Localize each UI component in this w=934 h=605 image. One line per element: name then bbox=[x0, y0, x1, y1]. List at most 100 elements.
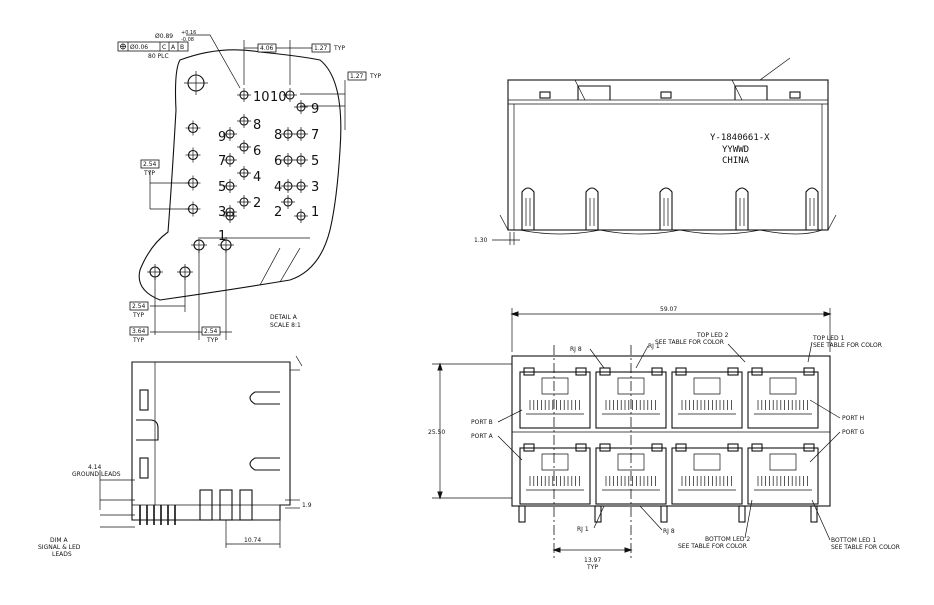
bottom-led1-label: BOTTOM LED 1 bbox=[831, 537, 876, 544]
mount-hole bbox=[184, 71, 208, 95]
leads-label: LEADS bbox=[52, 551, 72, 558]
front-leg bbox=[585, 187, 599, 230]
led-window bbox=[751, 367, 763, 376]
rj1-top-label: RJ 1 bbox=[648, 343, 660, 350]
pin-label: 3 bbox=[218, 205, 226, 220]
pin-hole bbox=[237, 140, 251, 154]
port-g-label: PORT G bbox=[842, 429, 865, 436]
dim-2-54-left: 2.54 bbox=[143, 161, 157, 168]
pin-hole bbox=[223, 209, 237, 223]
port-latch bbox=[769, 453, 797, 471]
feature-control-frame: Ø0.06 C A B bbox=[117, 41, 189, 52]
date-code-marking: YYWWD bbox=[722, 145, 749, 155]
ground-leads-label: GROUND LEADS bbox=[72, 471, 121, 478]
top-led1-color: SEE TABLE FOR COLOR bbox=[813, 342, 882, 349]
front-view: Y-1840661-X YYWWD CHINA 1.30 bbox=[474, 57, 837, 245]
rj8-bottom-label: RJ 8 bbox=[663, 528, 675, 535]
port-leads bbox=[518, 505, 818, 523]
dim-25-50: 25.50 bbox=[428, 429, 445, 436]
pin-hole bbox=[281, 153, 295, 167]
detail-scale: SCALE 8:1 bbox=[270, 322, 301, 329]
rj8-top-label: RJ 8 bbox=[570, 346, 582, 353]
places-count: 80 PLC bbox=[148, 53, 169, 60]
pin-label: 3 bbox=[311, 180, 319, 195]
pin-label: 10 bbox=[253, 90, 270, 105]
pin-hole bbox=[281, 179, 295, 193]
detail-a-outline bbox=[138, 49, 342, 301]
dim-3-64: 3.64 bbox=[132, 328, 146, 335]
dim-4-14: 4.14 bbox=[88, 464, 102, 471]
pin-label: 4 bbox=[253, 170, 261, 185]
led-window bbox=[803, 367, 815, 376]
front-body bbox=[507, 79, 829, 231]
dim-13-97: 13.97 bbox=[584, 557, 601, 564]
marking-leader bbox=[759, 57, 791, 81]
board-lead bbox=[810, 505, 818, 523]
pin-label: 5 bbox=[218, 180, 226, 195]
pin-label: 5 bbox=[311, 154, 319, 169]
datum-b: B bbox=[180, 44, 184, 51]
port-latch bbox=[769, 377, 797, 395]
front-leg bbox=[521, 187, 535, 230]
top-led2-label: TOP LED 2 bbox=[696, 332, 729, 339]
led-window bbox=[651, 367, 663, 376]
top-led2-color: SEE TABLE FOR COLOR bbox=[655, 339, 724, 346]
left-column-hole bbox=[185, 147, 201, 163]
led-window bbox=[523, 443, 535, 452]
front-leg bbox=[659, 187, 673, 230]
pin-label: 10 bbox=[270, 90, 287, 105]
rj45-port bbox=[519, 371, 591, 429]
board-lead bbox=[738, 505, 746, 523]
pin-label: 7 bbox=[311, 128, 319, 143]
origin-marking: CHINA bbox=[722, 156, 750, 166]
top-led1-label: TOP LED 1 bbox=[812, 335, 845, 342]
pin-hole bbox=[237, 166, 251, 180]
port-latch bbox=[541, 453, 569, 471]
pin-hole bbox=[223, 127, 237, 141]
rj45-port bbox=[747, 447, 819, 505]
pin-label: 8 bbox=[274, 128, 282, 143]
part-marking: Y-1840661-X bbox=[710, 133, 770, 143]
bottom-led2-label: BOTTOM LED 2 bbox=[705, 536, 750, 543]
port-b-label: PORT B bbox=[471, 419, 493, 426]
dim-59-07: 59.07 bbox=[660, 306, 677, 313]
dim-2-54-bottom-a: 2.54 bbox=[132, 303, 146, 310]
typ-label: TYP bbox=[132, 337, 144, 344]
led-window bbox=[523, 367, 535, 376]
side-leads bbox=[139, 505, 176, 525]
hole-diameter: Ø0.89 bbox=[155, 33, 173, 40]
side-body bbox=[131, 361, 291, 521]
pin-label: 6 bbox=[274, 154, 282, 169]
pin-hole bbox=[237, 114, 251, 128]
rj45-port bbox=[671, 371, 743, 429]
pin-hole bbox=[237, 88, 251, 102]
bottom-led2-color: SEE TABLE FOR COLOR bbox=[678, 543, 747, 550]
hole-tol-upper: +0.16 bbox=[181, 30, 196, 36]
signal-led-label: SIGNAL & LED bbox=[38, 544, 81, 551]
led-window bbox=[651, 443, 663, 452]
port-latch bbox=[541, 377, 569, 395]
led-window bbox=[575, 367, 587, 376]
front-legs bbox=[521, 187, 819, 230]
typ-label: TYP bbox=[586, 564, 598, 571]
detail-a-break-line bbox=[279, 247, 301, 283]
led-window bbox=[803, 443, 815, 452]
front-leg bbox=[805, 187, 819, 230]
rj45-port bbox=[747, 371, 819, 429]
port-latch bbox=[617, 453, 645, 471]
board-lead bbox=[660, 505, 668, 523]
pin-hole bbox=[237, 195, 251, 209]
dim-1-30: 1.30 bbox=[474, 237, 488, 244]
pin-hole bbox=[294, 100, 308, 114]
dim-4-06: 4.06 bbox=[260, 45, 274, 52]
typ-label: TYP bbox=[206, 337, 218, 344]
dim-10-74: 10.74 bbox=[244, 537, 261, 544]
pin-hole bbox=[281, 127, 295, 141]
rj45-port bbox=[671, 447, 743, 505]
detail-a-pcb-layout: 10 9 8 7 6 5 4 3 2 1 10 9 8 7 6 5 4 3 2 … bbox=[117, 30, 381, 344]
detail-title: DETAIL A bbox=[270, 314, 298, 321]
port-latch bbox=[693, 453, 721, 471]
pin-label: 1 bbox=[311, 205, 319, 220]
pin-hole bbox=[223, 179, 237, 193]
datum-c: C bbox=[162, 44, 166, 51]
